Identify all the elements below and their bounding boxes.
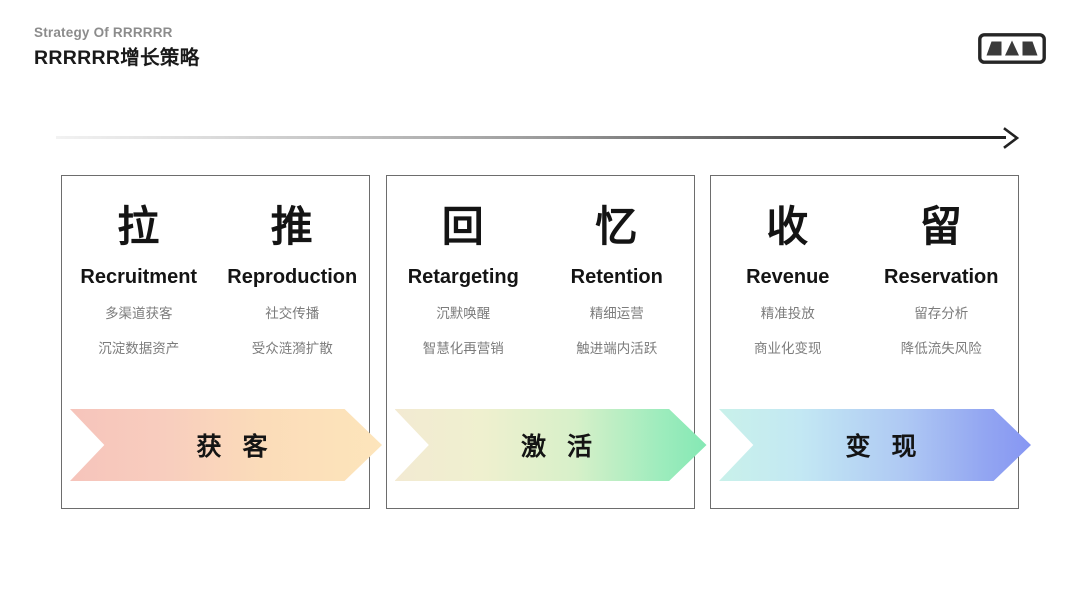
card-column-reservation: 留 Reservation 留存分析 降低流失风险 <box>865 198 1019 357</box>
strategy-card-activation[interactable]: 回 Retargeting 沉默唤醒 智慧化再营销 忆 Retention 精细… <box>385 175 707 509</box>
card-column-reproduction: 推 Reproduction 社交传播 受众涟漪扩散 <box>216 198 370 357</box>
sub-item: 商业化变现 <box>754 341 822 356</box>
sub-item: 精细运营 <box>589 306 644 321</box>
en-title: Recruitment <box>80 266 198 288</box>
header-eyebrow: Strategy Of RRRRRR <box>34 25 173 40</box>
sub-item: 降低流失风险 <box>900 341 982 356</box>
mountain-logo <box>978 33 1046 64</box>
cn-glyph: 忆 <box>595 203 639 250</box>
card-column-retargeting: 回 Retargeting 沉默唤醒 智慧化再营销 <box>387 198 541 357</box>
card-columns: 拉 Recruitment 多渠道获客 沉淀数据资产 推 Reproductio… <box>62 176 369 357</box>
sub-item: 精准投放 <box>760 306 815 321</box>
strategy-cards: 拉 Recruitment 多渠道获客 沉淀数据资产 推 Reproductio… <box>61 175 1031 509</box>
card-column-revenue: 收 Revenue 精准投放 商业化变现 <box>711 198 865 357</box>
card-column-recruitment: 拉 Recruitment 多渠道获客 沉淀数据资产 <box>62 198 216 357</box>
sub-item: 多渠道获客 <box>105 306 173 321</box>
cn-glyph: 收 <box>766 203 810 250</box>
page-header: Strategy Of RRRRRR RRRRRR增长策略 <box>34 24 1046 74</box>
sub-item: 沉淀数据资产 <box>98 341 180 356</box>
progress-arrow-line <box>56 136 1006 139</box>
en-title: Retargeting <box>407 266 519 288</box>
card-columns: 回 Retargeting 沉默唤醒 智慧化再营销 忆 Retention 精细… <box>387 176 694 357</box>
stage-banner-monetization: 变 现 <box>719 409 1031 481</box>
en-title: Reservation <box>884 266 999 288</box>
banner-label: 变 现 <box>845 433 924 461</box>
page-title: RRRRRR增长策略 <box>34 47 200 69</box>
banner-label: 获 客 <box>196 433 275 461</box>
strategy-card-monetization[interactable]: 收 Revenue 精准投放 商业化变现 留 Reservation 留存分析 … <box>710 175 1031 509</box>
cn-glyph: 推 <box>270 203 314 250</box>
banner-area: 变 现 <box>711 392 1031 508</box>
sub-item: 触进端内活跃 <box>576 341 658 356</box>
card-columns: 收 Revenue 精准投放 商业化变现 留 Reservation 留存分析 … <box>711 176 1018 357</box>
banner-area: 获 客 <box>62 392 382 508</box>
banner-label: 激 活 <box>521 433 599 461</box>
sub-item: 智慧化再营销 <box>422 341 504 356</box>
card-column-retention: 忆 Retention 精细运营 触进端内活跃 <box>540 198 694 357</box>
en-title: Reproduction <box>227 266 358 288</box>
en-title: Retention <box>570 266 663 288</box>
banner-area: 激 活 <box>387 392 707 508</box>
sub-item: 留存分析 <box>914 306 969 321</box>
stage-banner-acquisition: 获 客 <box>70 409 382 481</box>
cn-glyph: 留 <box>919 203 963 250</box>
strategy-card-acquisition[interactable]: 拉 Recruitment 多渠道获客 沉淀数据资产 推 Reproductio… <box>61 175 382 509</box>
progress-arrow-head <box>996 125 1022 151</box>
cn-glyph: 拉 <box>117 203 161 250</box>
stage-banner-activation: 激 活 <box>394 409 707 481</box>
cn-glyph: 回 <box>441 203 485 250</box>
sub-item: 受众涟漪扩散 <box>251 341 333 356</box>
sub-item: 社交传播 <box>265 306 320 321</box>
sub-item: 沉默唤醒 <box>436 306 491 321</box>
en-title: Revenue <box>746 266 830 288</box>
